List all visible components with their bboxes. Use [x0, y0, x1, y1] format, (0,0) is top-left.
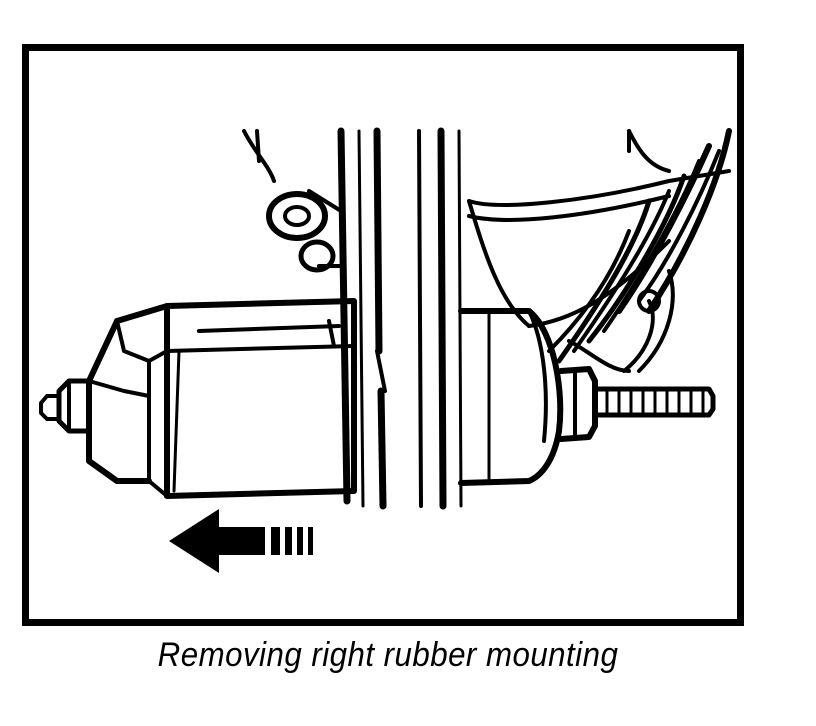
mounting-removal-illustration	[39, 127, 732, 573]
upper-bracket	[242, 129, 343, 273]
engine-housing	[467, 128, 732, 373]
rubber-mounting	[458, 308, 564, 486]
vertical-strut	[337, 127, 463, 510]
right-bolt	[558, 366, 716, 442]
puller-tool	[86, 298, 357, 499]
figure-frame	[22, 44, 744, 626]
figure-caption: Removing right rubber mounting	[157, 636, 619, 674]
left-nut	[39, 378, 92, 434]
left-arrow-icon	[169, 509, 313, 573]
